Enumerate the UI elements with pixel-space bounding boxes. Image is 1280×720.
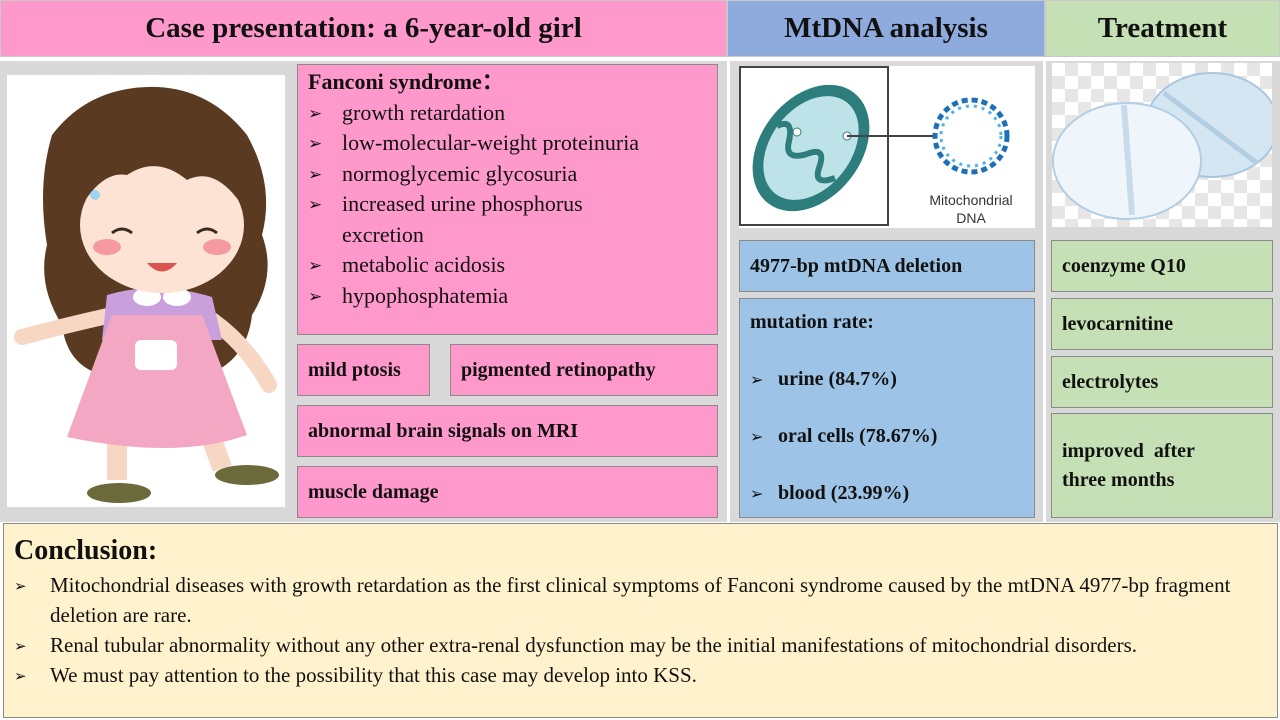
coenzyme-label: coenzyme Q10 [1062,254,1186,277]
arrow-bullet-icon: ➢ [750,427,764,446]
retinopathy-label: pigmented retinopathy [461,358,656,381]
list-item: ➢increased urine phosphorus excretion [308,191,583,247]
fanconi-title: Fanconi syndrome： [308,69,504,94]
list-item: ➢oral cells (78.67%) [750,425,938,447]
deletion-label: 4977-bp mtDNA deletion [750,254,963,277]
pills-icon [1052,72,1279,220]
list-item: ➢Renal tubular abnormality without any o… [14,630,1267,660]
mtdna-image-label-1: Mitochondrial [929,192,1012,208]
arrow-bullet-icon: ➢ [750,370,764,389]
outcome-label: improved after three months [1062,439,1200,491]
mitochondria-icon: Mitochondrial DNA [739,66,1013,226]
list-item: ➢blood (23.99%) [750,482,910,504]
outcome-box: improved after three months [1051,413,1273,518]
list-item: ➢Mitochondrial diseases with growth reta… [14,573,1231,627]
ptosis-label: mild ptosis [308,358,401,381]
treatment-header: Treatment [1045,0,1280,57]
conclusion-title: Conclusion: [14,535,158,566]
list-item: ➢normoglycemic glycosuria [308,159,707,190]
list-item: ➢hypophosphatemia [308,281,707,312]
fanconi-box: Fanconi syndrome： ➢growth retardation ➢l… [297,64,718,335]
electrolytes-label: electrolytes [1062,370,1159,393]
levocarnitine-label: levocarnitine [1062,312,1174,335]
retinopathy-box: pigmented retinopathy [450,344,718,396]
girl-illustration [7,75,285,507]
mutation-rate-title: mutation rate: [750,311,874,333]
mri-box: abnormal brain signals on MRI [297,405,718,457]
mitochondria-image: Mitochondrial DNA [739,66,1035,228]
mutation-rate-box: mutation rate: ➢urine (84.7%) ➢oral cell… [739,298,1035,518]
arrow-bullet-icon: ➢ [308,103,323,124]
treatment-header-title: Treatment [1097,12,1228,44]
arrow-bullet-icon: ➢ [308,256,323,276]
arrow-bullet-icon: ➢ [14,667,27,685]
mri-label: abnormal brain signals on MRI [308,419,579,442]
case-header-title: Case presentation: a 6-year-old girl [145,12,582,44]
muscle-box: muscle damage [297,466,718,518]
levocarnitine-box: levocarnitine [1051,298,1273,350]
coenzyme-box: coenzyme Q10 [1051,240,1273,292]
arrow-bullet-icon: ➢ [308,286,323,307]
mutation-rate-list: ➢urine (84.7%) ➢oral cells (78.67%) ➢blo… [750,368,1024,505]
arrow-bullet-icon: ➢ [308,164,323,185]
arrow-bullet-icon: ➢ [14,637,27,655]
arrow-bullet-icon: ➢ [14,577,27,595]
list-item: ➢low-molecular-weight proteinuria [308,128,707,159]
mtdna-header: MtDNA analysis [727,0,1045,57]
electrolytes-box: electrolytes [1051,356,1273,408]
girl-icon [14,86,279,503]
conclusion-list: ➢Mitochondrial diseases with growth reta… [14,570,1267,690]
mtdna-image-label-2: DNA [956,210,986,226]
mtdna-header-title: MtDNA analysis [784,12,988,44]
list-item: ➢metabolic acidosis [308,250,707,281]
deletion-box: 4977-bp mtDNA deletion [739,240,1035,292]
fanconi-list: ➢growth retardation ➢low-molecular-weigh… [308,98,707,312]
arrow-bullet-icon: ➢ [750,484,764,503]
arrow-bullet-icon: ➢ [308,195,323,215]
ptosis-box: mild ptosis [297,344,430,396]
case-header: Case presentation: a 6-year-old girl [0,0,727,57]
list-item: ➢We must pay attention to the possibilit… [14,660,1267,690]
list-item: ➢growth retardation [308,98,707,129]
conclusion-box: Conclusion: ➢Mitochondrial diseases with… [3,523,1278,718]
muscle-label: muscle damage [308,480,439,503]
pills-image [1052,63,1279,227]
arrow-bullet-icon: ➢ [308,134,323,154]
list-item: ➢urine (84.7%) [750,368,897,390]
